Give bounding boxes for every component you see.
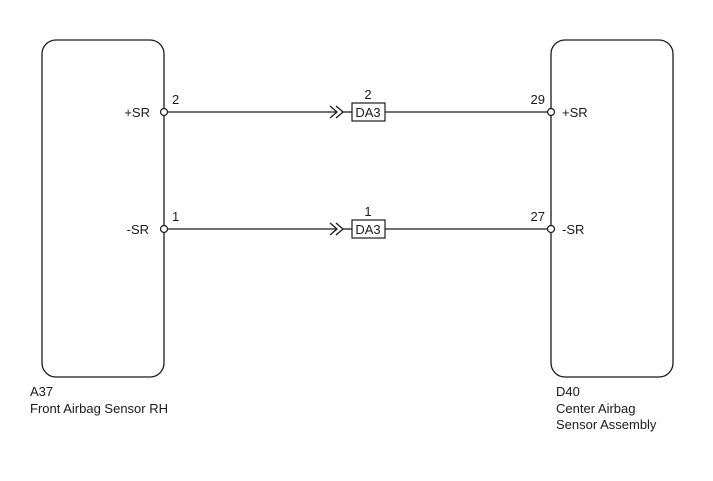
connector-pin-number: 1 [364, 204, 371, 219]
left-pin-number: 2 [172, 92, 179, 107]
pin-terminal-icon [546, 224, 556, 234]
left-signal-label: -SR [127, 222, 149, 237]
right-component-name: Center Airbag [556, 401, 636, 416]
component-d40-box [550, 39, 674, 378]
left-component-code: A37 [30, 384, 53, 399]
right-pin-number: 29 [531, 92, 545, 107]
right-signal-label: +SR [562, 105, 588, 120]
pin-terminal-icon [159, 107, 169, 117]
left-component-name: Front Airbag Sensor RH [30, 401, 168, 416]
connector-arrow-icon [329, 105, 338, 119]
right-component-name: Sensor Assembly [556, 417, 657, 432]
connector-code: DA3 [355, 105, 380, 120]
left-pin-number: 1 [172, 209, 179, 224]
component-a37-box [41, 39, 165, 378]
right-pin-number: 27 [531, 209, 545, 224]
connector-code: DA3 [355, 222, 380, 237]
connector-arrow-icon [329, 222, 338, 236]
right-signal-label: -SR [562, 222, 584, 237]
connector-pin-number: 2 [364, 87, 371, 102]
left-signal-label: +SR [124, 105, 150, 120]
pin-terminal-icon [546, 107, 556, 117]
pin-terminal-icon [159, 224, 169, 234]
right-component-code: D40 [556, 384, 580, 399]
